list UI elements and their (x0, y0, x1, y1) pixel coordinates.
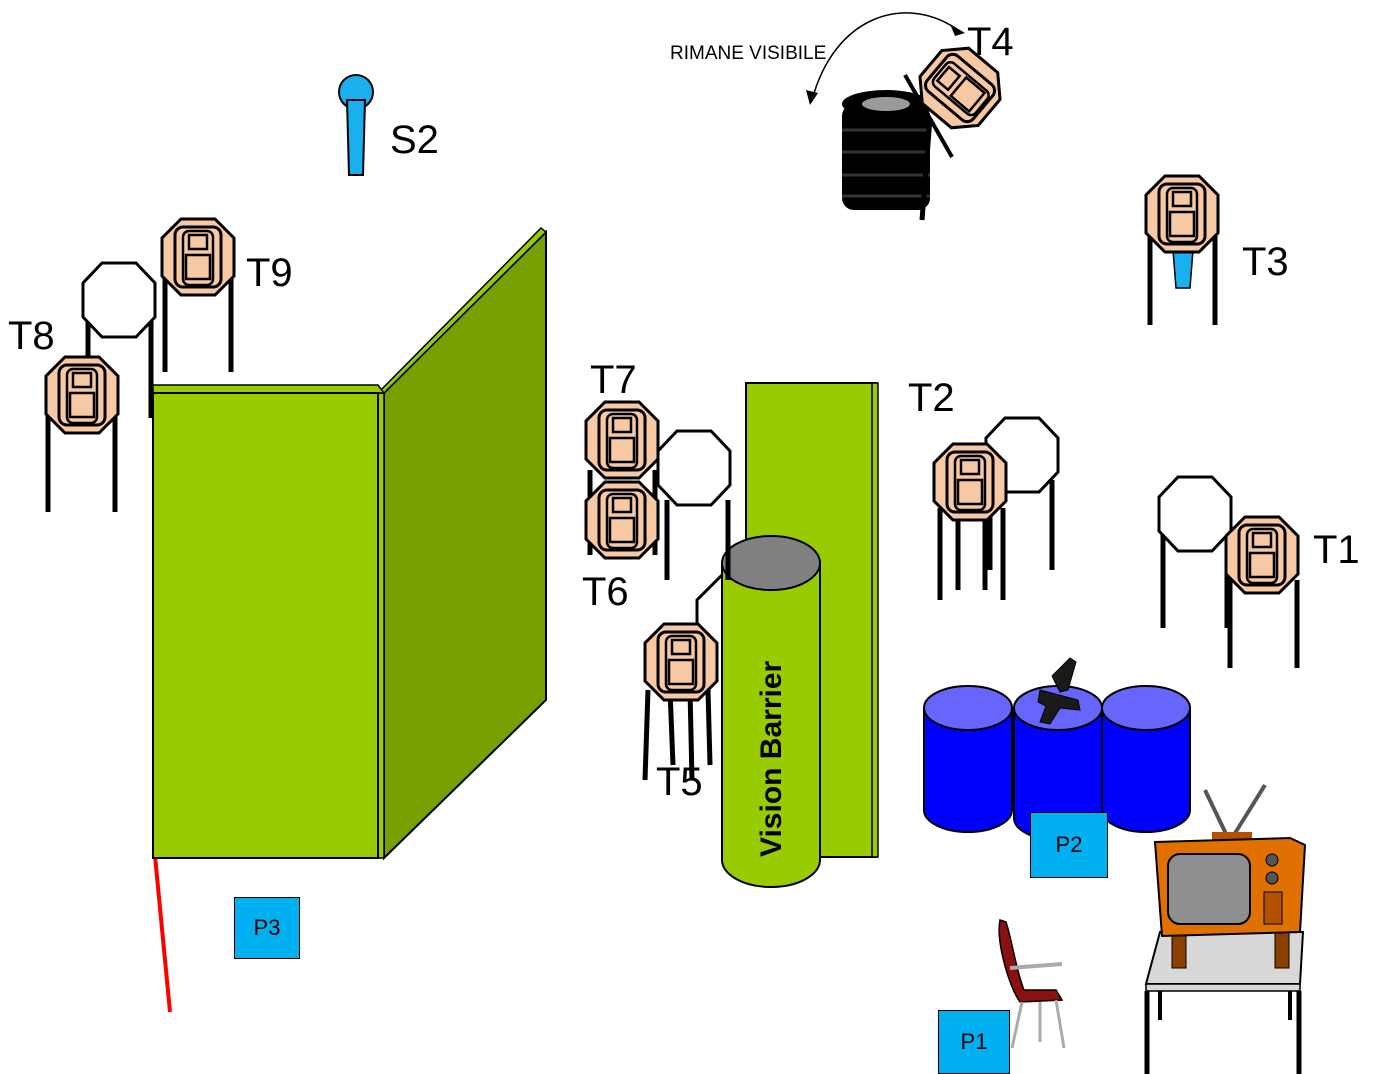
tv-icon (1153, 783, 1307, 969)
label-t5: T5 (656, 760, 703, 804)
large-wall (152, 226, 548, 861)
label-t3: T3 (1242, 240, 1289, 284)
pistol-icon (1037, 657, 1081, 725)
label-t2: T2 (908, 376, 955, 420)
target-t8-t9-group (44, 217, 236, 512)
rotation-note: RIMANE VISIBILE (670, 43, 827, 64)
position-p1: P1 (938, 1010, 1010, 1074)
target-t1-group (1157, 475, 1300, 668)
label-t7: T7 (590, 358, 637, 402)
vision-barrier (721, 535, 821, 888)
label-t9: T9 (246, 251, 293, 295)
target-t7-group (584, 400, 732, 580)
label-t6: T6 (582, 570, 629, 614)
start-marker-s2 (338, 74, 374, 176)
label-t4: T4 (967, 20, 1014, 64)
label-t8: T8 (8, 314, 55, 358)
position-p2: P2 (1030, 812, 1108, 878)
target-t2-group (932, 416, 1060, 600)
chair-icon (998, 919, 1066, 1049)
vision-barrier-label: Vision Barrier (755, 660, 788, 857)
fault-line (153, 855, 172, 1013)
position-p3: P3 (234, 897, 300, 959)
label-s2: S2 (390, 118, 439, 162)
label-t1: T1 (1313, 528, 1360, 572)
tire-stack-icon (842, 90, 930, 210)
rotation-arrow-icon (806, 12, 965, 105)
target-t4 (903, 34, 1014, 221)
target-t3 (1144, 174, 1220, 325)
target-t5 (642, 572, 725, 781)
